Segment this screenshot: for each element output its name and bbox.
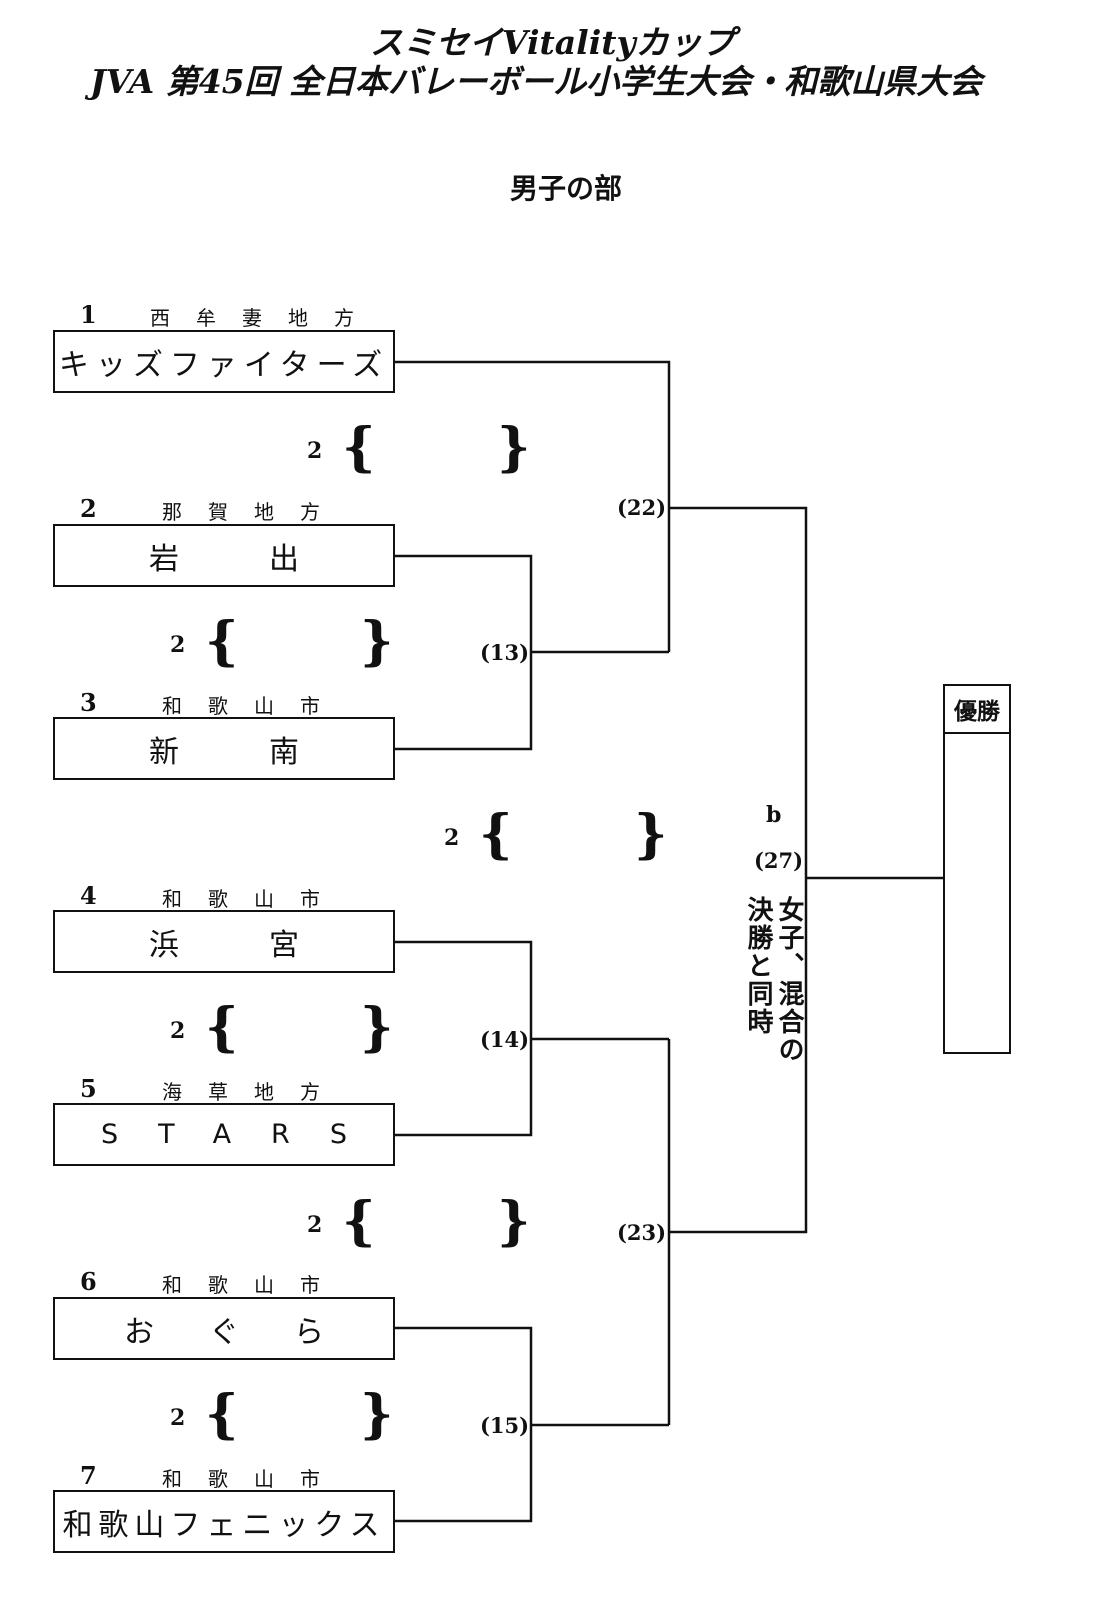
- team-name: おぐら: [124, 1314, 379, 1350]
- champion-label: 優勝: [945, 686, 1009, 734]
- team-region: 和歌山市: [162, 694, 346, 718]
- team-region: 西牟妻地方: [150, 306, 380, 330]
- seed-number: 1: [80, 300, 97, 329]
- team-region: 和歌山市: [162, 887, 346, 911]
- team-box: STARS: [53, 1103, 395, 1166]
- match-number: (14): [480, 1027, 530, 1052]
- match-number: (15): [480, 1413, 530, 1438]
- team-region: 海草地方: [162, 1080, 346, 1104]
- score-bracket-left: {: [342, 417, 376, 478]
- tournament-subtitle: JVA 第45回 全日本バレーボール小学生大会・和歌山県大会: [90, 62, 983, 101]
- team-name: 新南: [149, 734, 389, 770]
- team-region: 那賀地方: [162, 500, 346, 524]
- team-box: 和歌山フェニックス: [53, 1490, 395, 1553]
- match-number-final: (27): [754, 848, 804, 873]
- score-bracket-left: {: [205, 997, 239, 1058]
- final-note-col1: 女子、混合の: [774, 896, 804, 1064]
- set-score: 2: [307, 1212, 323, 1238]
- score-bracket-right: }: [497, 1191, 531, 1252]
- score-bracket-left: {: [342, 1191, 376, 1252]
- team-name: 和歌山フェニックス: [62, 1507, 386, 1543]
- team-name: 岩出: [149, 541, 389, 577]
- section-title: 男子の部: [510, 172, 623, 205]
- set-score: 2: [307, 438, 323, 464]
- team-name: STARS: [101, 1119, 387, 1150]
- match-number: (23): [617, 1220, 667, 1245]
- seed-number: 4: [80, 881, 97, 910]
- score-bracket-right: }: [497, 417, 531, 478]
- set-score: 2: [170, 1018, 186, 1044]
- tournament-title: スミセイVitalityカップ: [370, 23, 735, 62]
- team-box: 新南: [53, 717, 395, 780]
- set-score: 2: [170, 632, 186, 658]
- team-box: 岩出: [53, 524, 395, 587]
- seed-number: 6: [80, 1267, 97, 1296]
- score-bracket-right: }: [634, 804, 668, 865]
- final-note-prefix: b: [766, 802, 782, 828]
- score-bracket-right: }: [360, 1384, 394, 1445]
- match-number: (13): [480, 640, 530, 665]
- set-score: 2: [444, 825, 460, 851]
- score-bracket-left: {: [479, 804, 513, 865]
- team-box: 浜宮: [53, 910, 395, 973]
- score-bracket-right: }: [360, 611, 394, 672]
- final-note-col2: 決勝と同時: [743, 896, 773, 1036]
- set-score: 2: [170, 1405, 186, 1431]
- team-box: おぐら: [53, 1297, 395, 1360]
- score-bracket-right: }: [360, 997, 394, 1058]
- bracket-line-team1: [395, 360, 671, 652]
- match-number: (22): [617, 495, 667, 520]
- team-box: キッズファイターズ: [53, 330, 395, 393]
- team-region: 和歌山市: [162, 1467, 346, 1491]
- team-name: キッズファイターズ: [58, 347, 390, 383]
- bracket-line-m22: [669, 506, 808, 1234]
- seed-number: 2: [80, 494, 97, 523]
- seed-number: 7: [80, 1461, 97, 1490]
- team-name: 浜宮: [149, 927, 389, 963]
- champion-box: 優勝: [943, 684, 1011, 1054]
- score-bracket-left: {: [205, 1384, 239, 1445]
- seed-number: 5: [80, 1074, 97, 1103]
- seed-number: 3: [80, 688, 97, 717]
- score-bracket-left: {: [205, 611, 239, 672]
- team-region: 和歌山市: [162, 1273, 346, 1297]
